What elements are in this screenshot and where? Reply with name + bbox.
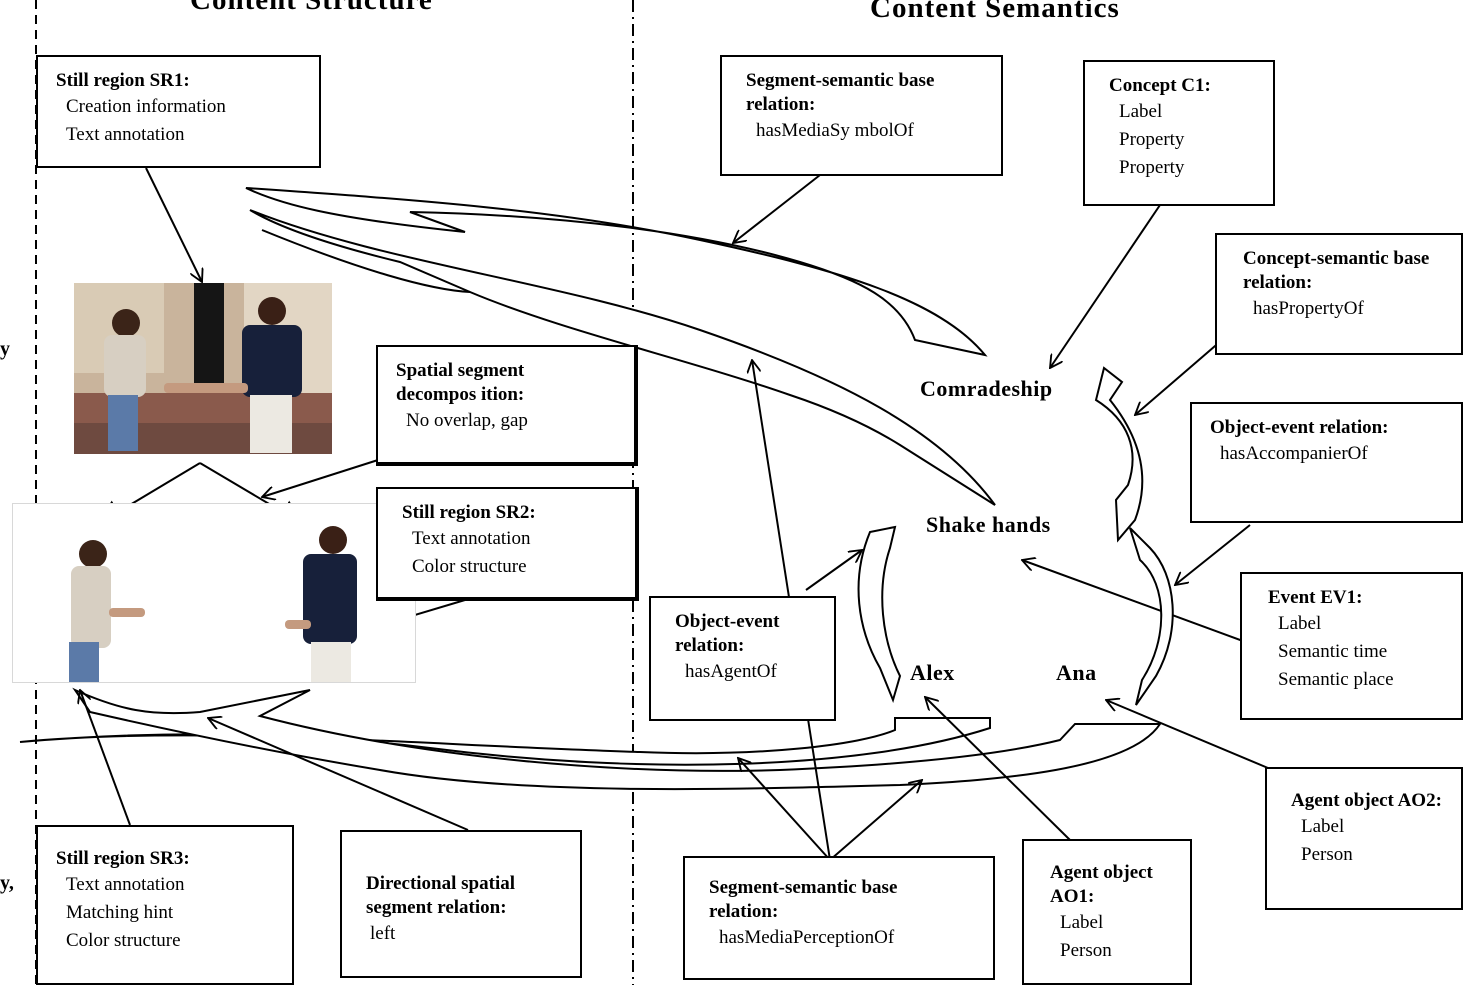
photo-cutouts-icon <box>69 526 357 682</box>
arrow-ao2-to-ana <box>1106 700 1269 769</box>
arrow-sr1-to-photo <box>145 167 202 282</box>
node-ana: Ana <box>1056 660 1097 685</box>
sr2-line-2: Color structure <box>412 556 527 577</box>
content-semantics-heading: Content Semantics <box>870 0 1120 24</box>
node-comradeship: Comradeship <box>920 376 1053 401</box>
curve-alex-shakehands <box>857 525 902 704</box>
arrow-decomp-to-split <box>262 459 379 497</box>
dir-spatial-line-1: left <box>370 923 396 944</box>
agent-ao1-line-1: Label <box>1060 912 1104 933</box>
concept-sem-title: Concept-semantic base relation: <box>1243 248 1430 293</box>
sr1-line-2: Text annotation <box>66 124 185 145</box>
agent-object-ao1-box: Agent object AO1: Label Person <box>1022 839 1192 985</box>
photo-two-people-icon <box>74 283 332 454</box>
arrow-sr3-to-woman <box>80 690 131 826</box>
seg-sem-1-line-1: hasMediaSy mbolOf <box>756 120 914 141</box>
event-ev1-line-3: Semantic place <box>1278 669 1394 690</box>
seg-sem-1-title: Segment-semantic base relation: <box>746 70 935 115</box>
spatial-decomp-line-1: No overlap, gap <box>406 410 528 431</box>
agent-ao2-line-1: Label <box>1301 816 1345 837</box>
obj-event-1-title: Object-event relation: <box>1210 417 1389 438</box>
concept-c1-line-2: Property <box>1119 129 1185 150</box>
seg-sem-2-title: Segment-semantic base relation: <box>709 877 898 922</box>
concept-sem-line-1: hasPropertyOf <box>1253 298 1364 319</box>
obj-event-1-line-1: hasAccompanierOf <box>1220 443 1368 464</box>
arrow-ev1-to-shakehands <box>1022 560 1263 649</box>
object-event-relation-2-box: Object-event relation: hasAgentOf <box>649 596 836 721</box>
spatial-decomposition-box: Spatial segment decompos ition: No overl… <box>376 345 638 466</box>
sr2-line-1: Text annotation <box>412 528 531 549</box>
arrow-ao1-to-alex <box>925 697 1071 841</box>
band-sr1-comradeship <box>249 209 996 506</box>
object-event-relation-1-box: Object-event relation: hasAccompanierOf <box>1190 402 1463 523</box>
still-region-sr1-box: Still region SR1: Creation information T… <box>36 55 321 168</box>
content-structure-heading: Content Structure <box>190 0 433 16</box>
concept-c1-line-1: Label <box>1119 101 1163 122</box>
event-ev1-line-2: Semantic time <box>1278 641 1388 662</box>
left-edge-fragment-1: y <box>0 338 10 360</box>
node-shake-hands: Shake hands <box>926 512 1051 537</box>
sr1-line-1: Creation information <box>66 96 226 117</box>
dir-spatial-title: Directional spatial segment relation: <box>366 873 516 918</box>
arrow-segsem2-band-right <box>829 780 922 861</box>
event-ev1-box: Event EV1: Label Semantic time Semantic … <box>1240 572 1463 720</box>
still-region-sr2-box: Still region SR2: Text annotation Color … <box>376 487 639 601</box>
sr1-title: Still region SR1: <box>56 70 190 91</box>
node-alex: Alex <box>910 660 955 685</box>
band-sr1-inner <box>261 229 471 293</box>
arrow-segsem1-to-band <box>733 174 821 243</box>
spatial-decomp-title: Spatial segment decompos ition: <box>396 360 525 405</box>
sr2-title: Still region SR2: <box>402 502 536 523</box>
arrow-objev2-to-band <box>805 550 862 591</box>
arrow-objev1-to-band <box>1175 524 1251 585</box>
arrow-segsem2-band-left <box>738 758 831 861</box>
obj-event-2-title: Object-event relation: <box>675 611 780 656</box>
photo-woman-cutout <box>69 540 145 682</box>
concept-c1-title: Concept C1: <box>1109 75 1211 96</box>
concept-c1-box: Concept C1: Label Property Property <box>1083 60 1275 206</box>
segmented-regions-frame <box>12 503 416 683</box>
sr3-line-2: Matching hint <box>66 902 174 923</box>
event-ev1-title: Event EV1: <box>1268 587 1363 608</box>
directional-spatial-relation-box: Directional spatial segment relation: le… <box>340 830 582 978</box>
arrow-dir-to-band <box>208 718 469 831</box>
curve-ana-shakehands <box>1129 527 1174 706</box>
concept-semantic-relation-box: Concept-semantic base relation: hasPrope… <box>1215 233 1463 355</box>
agent-ao1-line-2: Person <box>1060 940 1112 961</box>
seg-sem-2-line-1: hasMediaPerceptionOf <box>719 927 895 948</box>
event-ev1-line-1: Label <box>1278 613 1322 634</box>
band-sr1-shakehands <box>245 187 988 357</box>
agent-ao2-title: Agent object AO2: <box>1291 790 1442 811</box>
concept-c1-line-3: Property <box>1119 157 1185 178</box>
band-regions-ana <box>72 687 1162 791</box>
curve-shakehands-comradeship <box>1094 366 1144 543</box>
agent-ao2-line-2: Person <box>1301 844 1353 865</box>
arrow-c1-to-comradeship <box>1050 204 1161 368</box>
segment-semantic-relation-1-box: Segment-semantic base relation: hasMedia… <box>720 55 1003 176</box>
left-edge-fragment-2: y, <box>0 872 14 894</box>
still-region-sr3-box: Still region SR3: Text annotation Matchi… <box>36 825 294 985</box>
segment-semantic-relation-2-box: Segment-semantic base relation: hasMedia… <box>683 856 995 980</box>
obj-event-2-line-1: hasAgentOf <box>685 661 777 682</box>
arrow-conceptsem-to-band <box>1135 339 1223 415</box>
photo-man-cutout <box>285 526 357 682</box>
photo-two-people-shaking-hands <box>74 283 332 454</box>
agent-object-ao2-box: Agent object AO2: Label Person <box>1265 767 1463 910</box>
sr3-title: Still region SR3: <box>56 848 190 869</box>
agent-ao1-title: Agent object AO1: <box>1050 862 1153 907</box>
sr3-line-1: Text annotation <box>66 874 185 895</box>
sr3-line-3: Color structure <box>66 930 181 951</box>
